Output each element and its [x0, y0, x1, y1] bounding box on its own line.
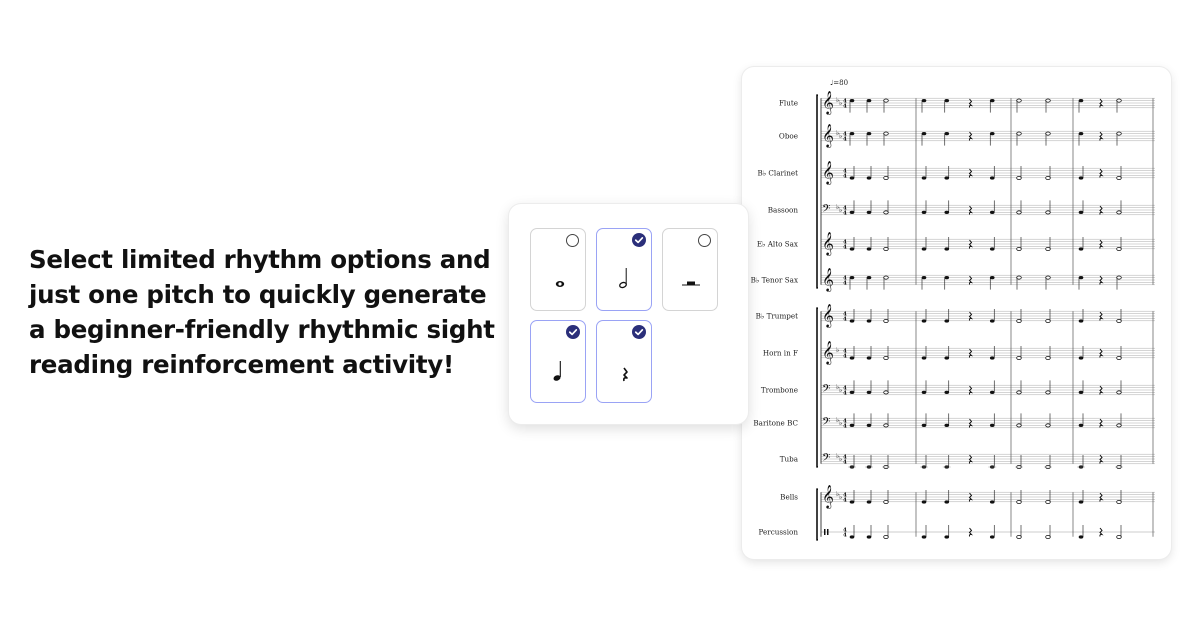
headline-line: Select limited rhythm options and	[29, 245, 491, 274]
svg-text:4: 4	[843, 137, 847, 143]
svg-text:𝄢: 𝄢	[822, 452, 830, 467]
rhythm-card-whole-note[interactable]	[530, 228, 586, 311]
svg-text:𝄞: 𝄞	[822, 231, 834, 256]
rhythm-card-quarter-rest[interactable]	[596, 320, 652, 403]
svg-text:𝄞: 𝄞	[822, 90, 834, 115]
instrument-label: B♭ Clarinet	[757, 169, 798, 178]
rhythm-card-quarter-note[interactable]	[530, 320, 586, 403]
rhythm-card-whole-rest[interactable]	[662, 228, 718, 311]
rhythm-card-half-note[interactable]	[596, 228, 652, 311]
svg-text:𝄞: 𝄞	[822, 267, 834, 292]
tempo-mark: ♩=80	[830, 79, 848, 87]
quarter-rest-icon	[623, 367, 628, 382]
svg-text:4: 4	[843, 386, 847, 392]
svg-text:4: 4	[843, 240, 847, 246]
half-note-icon	[619, 268, 627, 289]
svg-text:4: 4	[843, 493, 847, 499]
svg-text:4: 4	[843, 349, 847, 355]
svg-text:♭: ♭	[836, 383, 839, 391]
radio-unchecked-icon[interactable]	[698, 234, 711, 247]
svg-text:4: 4	[843, 211, 847, 217]
instrument-label: Bells	[780, 493, 798, 502]
svg-text:♭: ♭	[839, 455, 842, 463]
svg-text:♭: ♭	[839, 493, 842, 501]
svg-text:♭: ♭	[839, 419, 842, 427]
instrument-label: B♭ Trumpet	[756, 312, 798, 321]
svg-text:♭: ♭	[836, 490, 839, 498]
svg-text:♭: ♭	[839, 132, 842, 140]
svg-text:𝄞: 𝄞	[822, 303, 834, 328]
headline: Select limited rhythm options and just o…	[29, 242, 495, 382]
svg-text:4: 4	[843, 424, 847, 430]
instrument-label: Trombone	[761, 386, 798, 395]
checkmark-icon[interactable]	[632, 233, 646, 247]
svg-text:♭: ♭	[839, 206, 842, 214]
radio-unchecked-icon[interactable]	[566, 234, 579, 247]
svg-text:4: 4	[843, 281, 847, 287]
svg-text:♭: ♭	[839, 386, 842, 394]
svg-text:4: 4	[843, 419, 847, 425]
svg-text:♭: ♭	[836, 416, 839, 424]
svg-text:4: 4	[843, 174, 847, 180]
instrument-label: E♭ Alto Sax	[757, 240, 798, 249]
svg-text:𝄢: 𝄢	[822, 203, 830, 218]
svg-text:4: 4	[843, 276, 847, 282]
svg-text:♭: ♭	[839, 99, 842, 107]
svg-text:4: 4	[843, 99, 847, 105]
instrument-label: Baritone BC	[753, 419, 798, 428]
svg-text:𝄢: 𝄢	[822, 383, 830, 398]
instrument-label: Horn in F	[763, 349, 798, 358]
headline-line: reading reinforcement activity!	[29, 350, 454, 379]
svg-text:♭: ♭	[836, 96, 839, 104]
svg-text:4: 4	[843, 169, 847, 175]
svg-text:♭: ♭	[836, 203, 839, 211]
svg-text:4: 4	[843, 312, 847, 318]
svg-text:4: 4	[843, 391, 847, 397]
instrument-label: Flute	[779, 99, 798, 108]
headline-line: just one pitch to quickly generate	[29, 280, 487, 309]
svg-text:𝄞: 𝄞	[822, 484, 834, 509]
svg-text:4: 4	[843, 317, 847, 323]
instrument-label: Bassoon	[768, 206, 799, 215]
svg-text:♭: ♭	[836, 129, 839, 137]
instrument-label: Percussion	[759, 528, 799, 537]
rhythm-picker	[509, 204, 748, 424]
checkmark-icon[interactable]	[632, 325, 646, 339]
svg-text:4: 4	[843, 206, 847, 212]
svg-text:♭: ♭	[836, 346, 839, 354]
svg-text:4: 4	[843, 245, 847, 251]
whole-rest-icon	[682, 281, 700, 286]
svg-text:4: 4	[843, 354, 847, 360]
svg-text:𝄞: 𝄞	[822, 340, 834, 365]
svg-text:𝄞: 𝄞	[822, 123, 834, 148]
svg-text:4: 4	[843, 455, 847, 461]
headline-line: a beginner-friendly rhythmic sight	[29, 315, 495, 344]
svg-text:4: 4	[843, 528, 847, 534]
svg-text:4: 4	[843, 460, 847, 466]
svg-text:4: 4	[843, 533, 847, 539]
instrument-label: Oboe	[779, 132, 798, 141]
whole-note-icon	[555, 281, 565, 287]
svg-text:4: 4	[843, 104, 847, 110]
svg-text:𝄢: 𝄢	[822, 416, 830, 431]
svg-text:4: 4	[843, 132, 847, 138]
svg-text:♭: ♭	[836, 452, 839, 460]
svg-text:𝄞: 𝄞	[822, 160, 834, 185]
checkmark-icon[interactable]	[566, 325, 580, 339]
svg-text:4: 4	[843, 498, 847, 504]
instrument-label: Tuba	[780, 455, 799, 464]
instrument-label: B♭ Tenor Sax	[751, 276, 798, 285]
quarter-note-icon	[553, 361, 561, 381]
